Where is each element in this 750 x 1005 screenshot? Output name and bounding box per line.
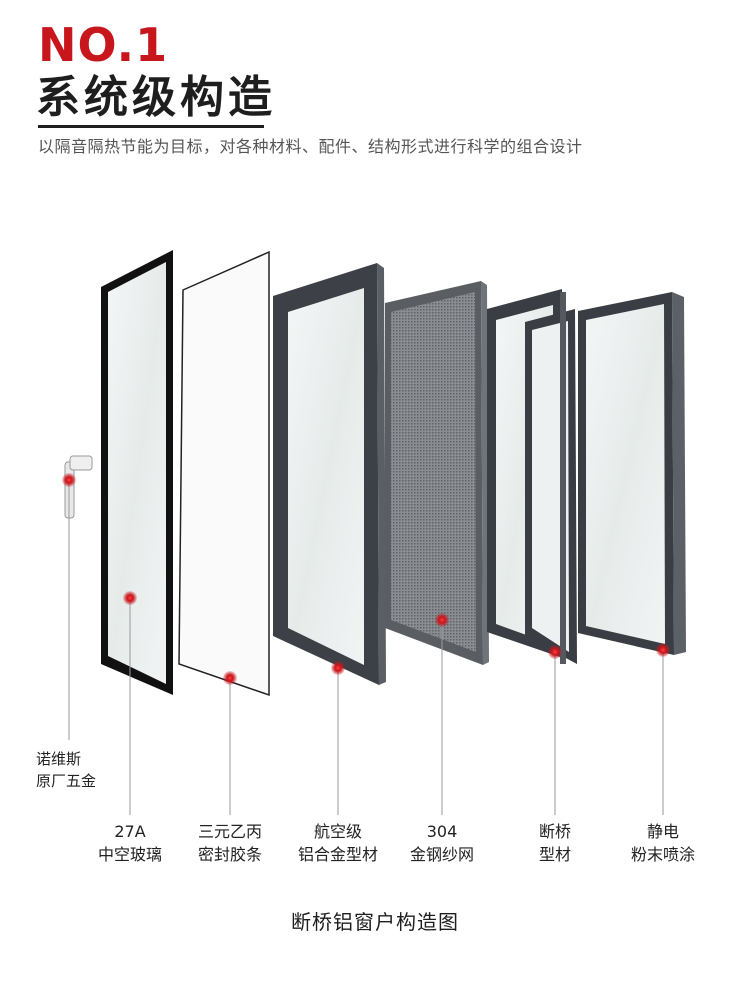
- marker-dot-icon: [435, 613, 449, 627]
- marker-dot-icon: [331, 661, 345, 675]
- marker-dot-icon: [548, 645, 562, 659]
- marker-dots: [62, 473, 670, 685]
- marker-dot-icon: [123, 591, 137, 605]
- marker-dot-icon: [62, 473, 76, 487]
- badge-no1: NO.1: [38, 18, 169, 72]
- label-thermal-break: 断桥 型材: [538, 822, 572, 864]
- sealing-strip-panel: [178, 250, 270, 697]
- label-aluminium-profile: 航空级 铝合金型材: [297, 822, 379, 864]
- marker-dot-icon: [223, 671, 237, 685]
- diagram-caption: 断桥铝窗户构造图: [291, 910, 459, 934]
- thermal-break-panel: [487, 289, 577, 664]
- mesh-screen-panel: [385, 281, 489, 665]
- page-title: 系统级构造: [36, 72, 276, 123]
- page-subtitle: 以隔音隔热节能为目标，对各种材料、配件、结构形式进行科学的组合设计: [38, 137, 583, 156]
- label-insulated-glass: 27A 中空玻璃: [97, 822, 163, 864]
- label-hardware: 诺维斯 原厂五金: [36, 750, 97, 790]
- label-sealing-strip: 三元乙丙 密封胶条: [197, 822, 263, 864]
- leader-lines: [68, 480, 664, 815]
- insulated-glass-panel: [101, 250, 173, 695]
- marker-dot-icon: [656, 643, 670, 657]
- title-underline: [38, 125, 264, 128]
- powder-coated-panel: [578, 292, 686, 655]
- label-powder-coating: 静电 粉末喷涂: [630, 822, 696, 864]
- aluminium-frame-panel: [273, 263, 386, 685]
- label-mesh-screen: 304 金钢纱网: [409, 822, 475, 864]
